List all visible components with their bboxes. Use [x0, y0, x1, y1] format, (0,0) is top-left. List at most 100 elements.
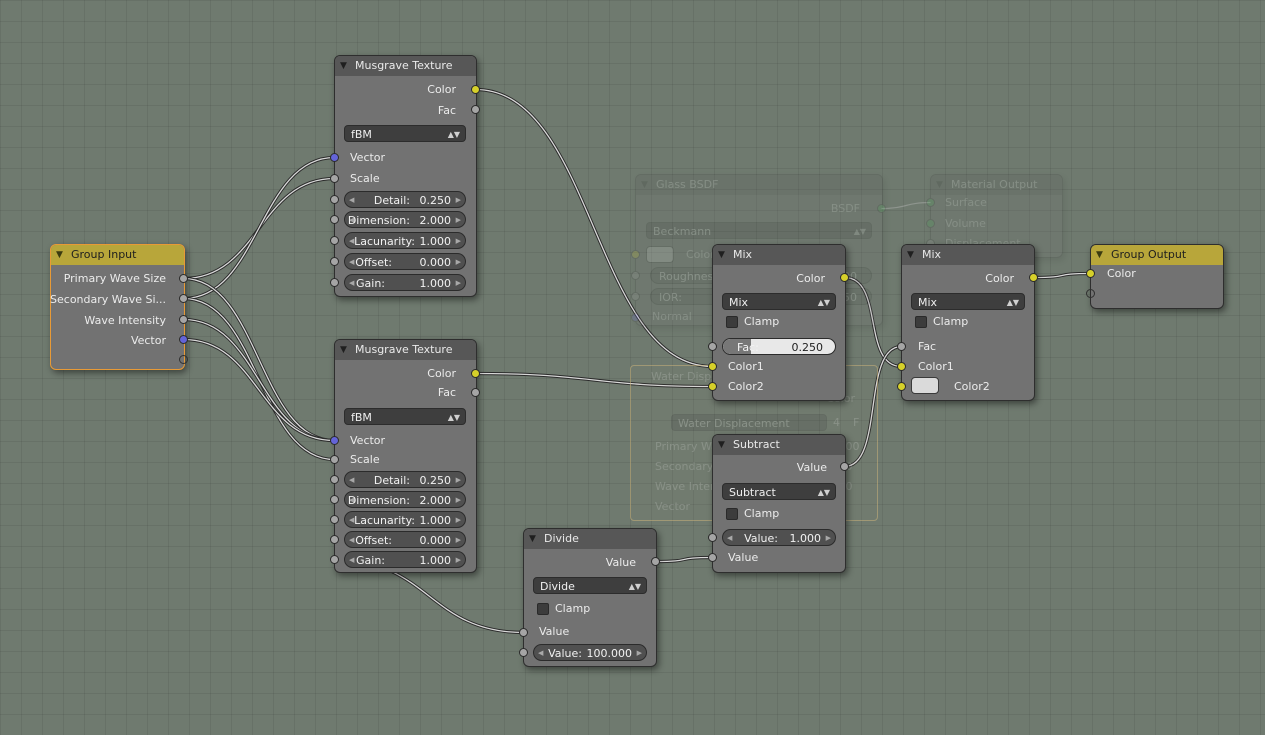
- musgrave-2-color-socket[interactable]: [471, 369, 480, 378]
- right-arrow-icon[interactable]: ▶: [455, 516, 461, 524]
- right-arrow-icon[interactable]: ▶: [636, 649, 642, 657]
- collapse-triangle-icon[interactable]: ▼: [340, 61, 347, 71]
- left-arrow-icon[interactable]: ◀: [349, 216, 355, 224]
- collapse-triangle-icon[interactable]: ▼: [936, 180, 943, 190]
- musgrave-1-dimension-socket[interactable]: [330, 215, 339, 224]
- right-arrow-icon[interactable]: ▶: [825, 534, 831, 542]
- divide-node[interactable]: ▼Divide Value Divide▲▼ Clamp Value ◀Valu…: [519, 528, 660, 667]
- right-arrow-icon[interactable]: ▶: [455, 196, 461, 204]
- musgrave-2-vector-socket[interactable]: [330, 436, 339, 445]
- mix-1-color2-socket[interactable]: [708, 382, 717, 391]
- glass-bsdf-header[interactable]: ▼Glass BSDF: [636, 175, 882, 195]
- subtract-input-socket-2[interactable]: [708, 553, 717, 562]
- musgrave-1-lacunarity-socket[interactable]: [330, 236, 339, 245]
- musgrave-1-lacunarity-field[interactable]: ◀Lacunarity:1.000▶: [344, 232, 466, 249]
- musgrave-1-detail-socket[interactable]: [330, 195, 339, 204]
- collapse-triangle-icon[interactable]: ▼: [340, 345, 347, 355]
- musgrave-1-dimension-field[interactable]: ◀Dimension:2.000▶: [344, 211, 466, 228]
- group-input-header[interactable]: ▼Group Input: [51, 245, 184, 265]
- divide-input-socket-1[interactable]: [519, 628, 528, 637]
- right-arrow-icon[interactable]: ▶: [455, 536, 461, 544]
- divide-value-field[interactable]: ◀Value:100.000▶: [533, 644, 647, 661]
- node-link[interactable]: [183, 277, 335, 442]
- mix-2-color2-swatch[interactable]: [911, 377, 939, 394]
- left-arrow-icon[interactable]: ◀: [349, 237, 355, 245]
- musgrave-2-gain-field[interactable]: ◀Gain:1.000▶: [344, 551, 466, 568]
- right-arrow-icon[interactable]: ▶: [455, 216, 461, 224]
- left-arrow-icon[interactable]: ◀: [349, 536, 355, 544]
- mix-1-blend-dropdown[interactable]: Mix▲▼: [722, 293, 836, 310]
- musgrave-2-offset-field[interactable]: ◀Offset:0.000▶: [344, 531, 466, 548]
- subtract-header[interactable]: ▼Subtract: [713, 435, 845, 455]
- left-arrow-icon[interactable]: ◀: [349, 516, 355, 524]
- right-arrow-icon[interactable]: ▶: [455, 258, 461, 266]
- secondary-wave-size-socket[interactable]: [179, 294, 188, 303]
- subtract-node[interactable]: ▼Subtract Value Subtract▲▼ Clamp ◀Value:…: [708, 434, 849, 573]
- collapse-triangle-icon[interactable]: ▼: [718, 250, 725, 260]
- mix-2-clamp-checkbox[interactable]: [915, 316, 927, 328]
- mix-2-color1-socket[interactable]: [897, 362, 906, 371]
- left-arrow-icon[interactable]: ◀: [349, 476, 355, 484]
- musgrave-2-detail-field[interactable]: ◀Detail:0.250▶: [344, 471, 466, 488]
- mix-1-color-socket[interactable]: [840, 273, 849, 282]
- musgrave-2-offset-socket[interactable]: [330, 535, 339, 544]
- left-arrow-icon[interactable]: ◀: [349, 496, 355, 504]
- glass-color-swatch[interactable]: [646, 246, 674, 263]
- collapse-triangle-icon[interactable]: ▼: [718, 440, 725, 450]
- glass-distribution-dropdown[interactable]: Beckmann▲▼: [646, 222, 872, 239]
- primary-wave-size-socket[interactable]: [179, 274, 188, 283]
- subtract-clamp-checkbox[interactable]: [726, 508, 738, 520]
- mix-2-fac-socket[interactable]: [897, 342, 906, 351]
- musgrave-2-lacunarity-socket[interactable]: [330, 515, 339, 524]
- mix-1-fac-socket[interactable]: [708, 342, 717, 351]
- right-arrow-icon[interactable]: ▶: [455, 556, 461, 564]
- subtract-operation-dropdown[interactable]: Subtract▲▼: [722, 483, 836, 500]
- right-arrow-icon[interactable]: ▶: [455, 279, 461, 287]
- node-link[interactable]: [1033, 272, 1091, 279]
- collapse-triangle-icon[interactable]: ▼: [56, 250, 63, 260]
- collapse-triangle-icon[interactable]: ▼: [1096, 250, 1103, 260]
- node-link[interactable]: [655, 556, 713, 563]
- mix-1-color1-socket[interactable]: [708, 362, 717, 371]
- mix-1-clamp-checkbox[interactable]: [726, 316, 738, 328]
- left-arrow-icon[interactable]: ◀: [349, 556, 355, 564]
- musgrave-1-color-socket[interactable]: [471, 85, 480, 94]
- glass-normal-socket[interactable]: [631, 313, 640, 322]
- musgrave-1-gain-field[interactable]: ◀Gain:1.000▶: [344, 274, 466, 291]
- musgrave-2-dimension-socket[interactable]: [330, 495, 339, 504]
- divide-input-socket-2[interactable]: [519, 648, 528, 657]
- musgrave-2-lacunarity-field[interactable]: ◀Lacunarity:1.000▶: [344, 511, 466, 528]
- subtract-input-socket-1[interactable]: [708, 533, 717, 542]
- group-output-node[interactable]: ▼Group Output Color: [1086, 244, 1224, 309]
- mix-1-header[interactable]: ▼Mix: [713, 245, 845, 265]
- musgrave-1-gain-socket[interactable]: [330, 278, 339, 287]
- glass-color-socket[interactable]: [631, 250, 640, 259]
- glass-ior-socket[interactable]: [631, 292, 640, 301]
- musgrave-1-header[interactable]: ▼Musgrave Texture: [335, 56, 476, 76]
- musgrave-1-offset-socket[interactable]: [330, 257, 339, 266]
- left-arrow-icon[interactable]: ◀: [349, 258, 355, 266]
- musgrave-1-offset-field[interactable]: ◀Offset:0.000▶: [344, 253, 466, 270]
- mix-node-2[interactable]: ▼Mix Color Mix▲▼ Clamp Fac Color1 Color2: [897, 244, 1038, 401]
- musgrave-texture-node-2[interactable]: ▼Musgrave Texture Color Fac fBM▲▼ Vector…: [330, 339, 480, 573]
- group-output-empty-socket[interactable]: [1086, 289, 1095, 298]
- node-link[interactable]: [183, 156, 335, 300]
- musgrave-2-detail-socket[interactable]: [330, 475, 339, 484]
- right-arrow-icon[interactable]: ▶: [455, 496, 461, 504]
- right-arrow-icon[interactable]: ▶: [455, 237, 461, 245]
- surface-socket[interactable]: [926, 198, 935, 207]
- subtract-value-field[interactable]: ◀Value:1.000▶: [722, 529, 836, 546]
- musgrave-2-gain-socket[interactable]: [330, 555, 339, 564]
- left-arrow-icon[interactable]: ◀: [349, 196, 355, 204]
- mix-2-header[interactable]: ▼Mix: [902, 245, 1034, 265]
- collapse-triangle-icon[interactable]: ▼: [641, 180, 648, 190]
- material-output-header[interactable]: ▼Material Output: [931, 175, 1062, 195]
- collapse-triangle-icon[interactable]: ▼: [907, 250, 914, 260]
- musgrave-2-dimension-field[interactable]: ◀Dimension:2.000▶: [344, 491, 466, 508]
- mix-1-fac-slider[interactable]: Fac:0.250: [722, 338, 836, 355]
- musgrave-2-fac-socket[interactable]: [471, 388, 480, 397]
- right-arrow-icon[interactable]: ▶: [455, 476, 461, 484]
- left-arrow-icon[interactable]: ◀: [727, 534, 733, 542]
- volume-socket[interactable]: [926, 219, 935, 228]
- node-link[interactable]: [183, 177, 335, 280]
